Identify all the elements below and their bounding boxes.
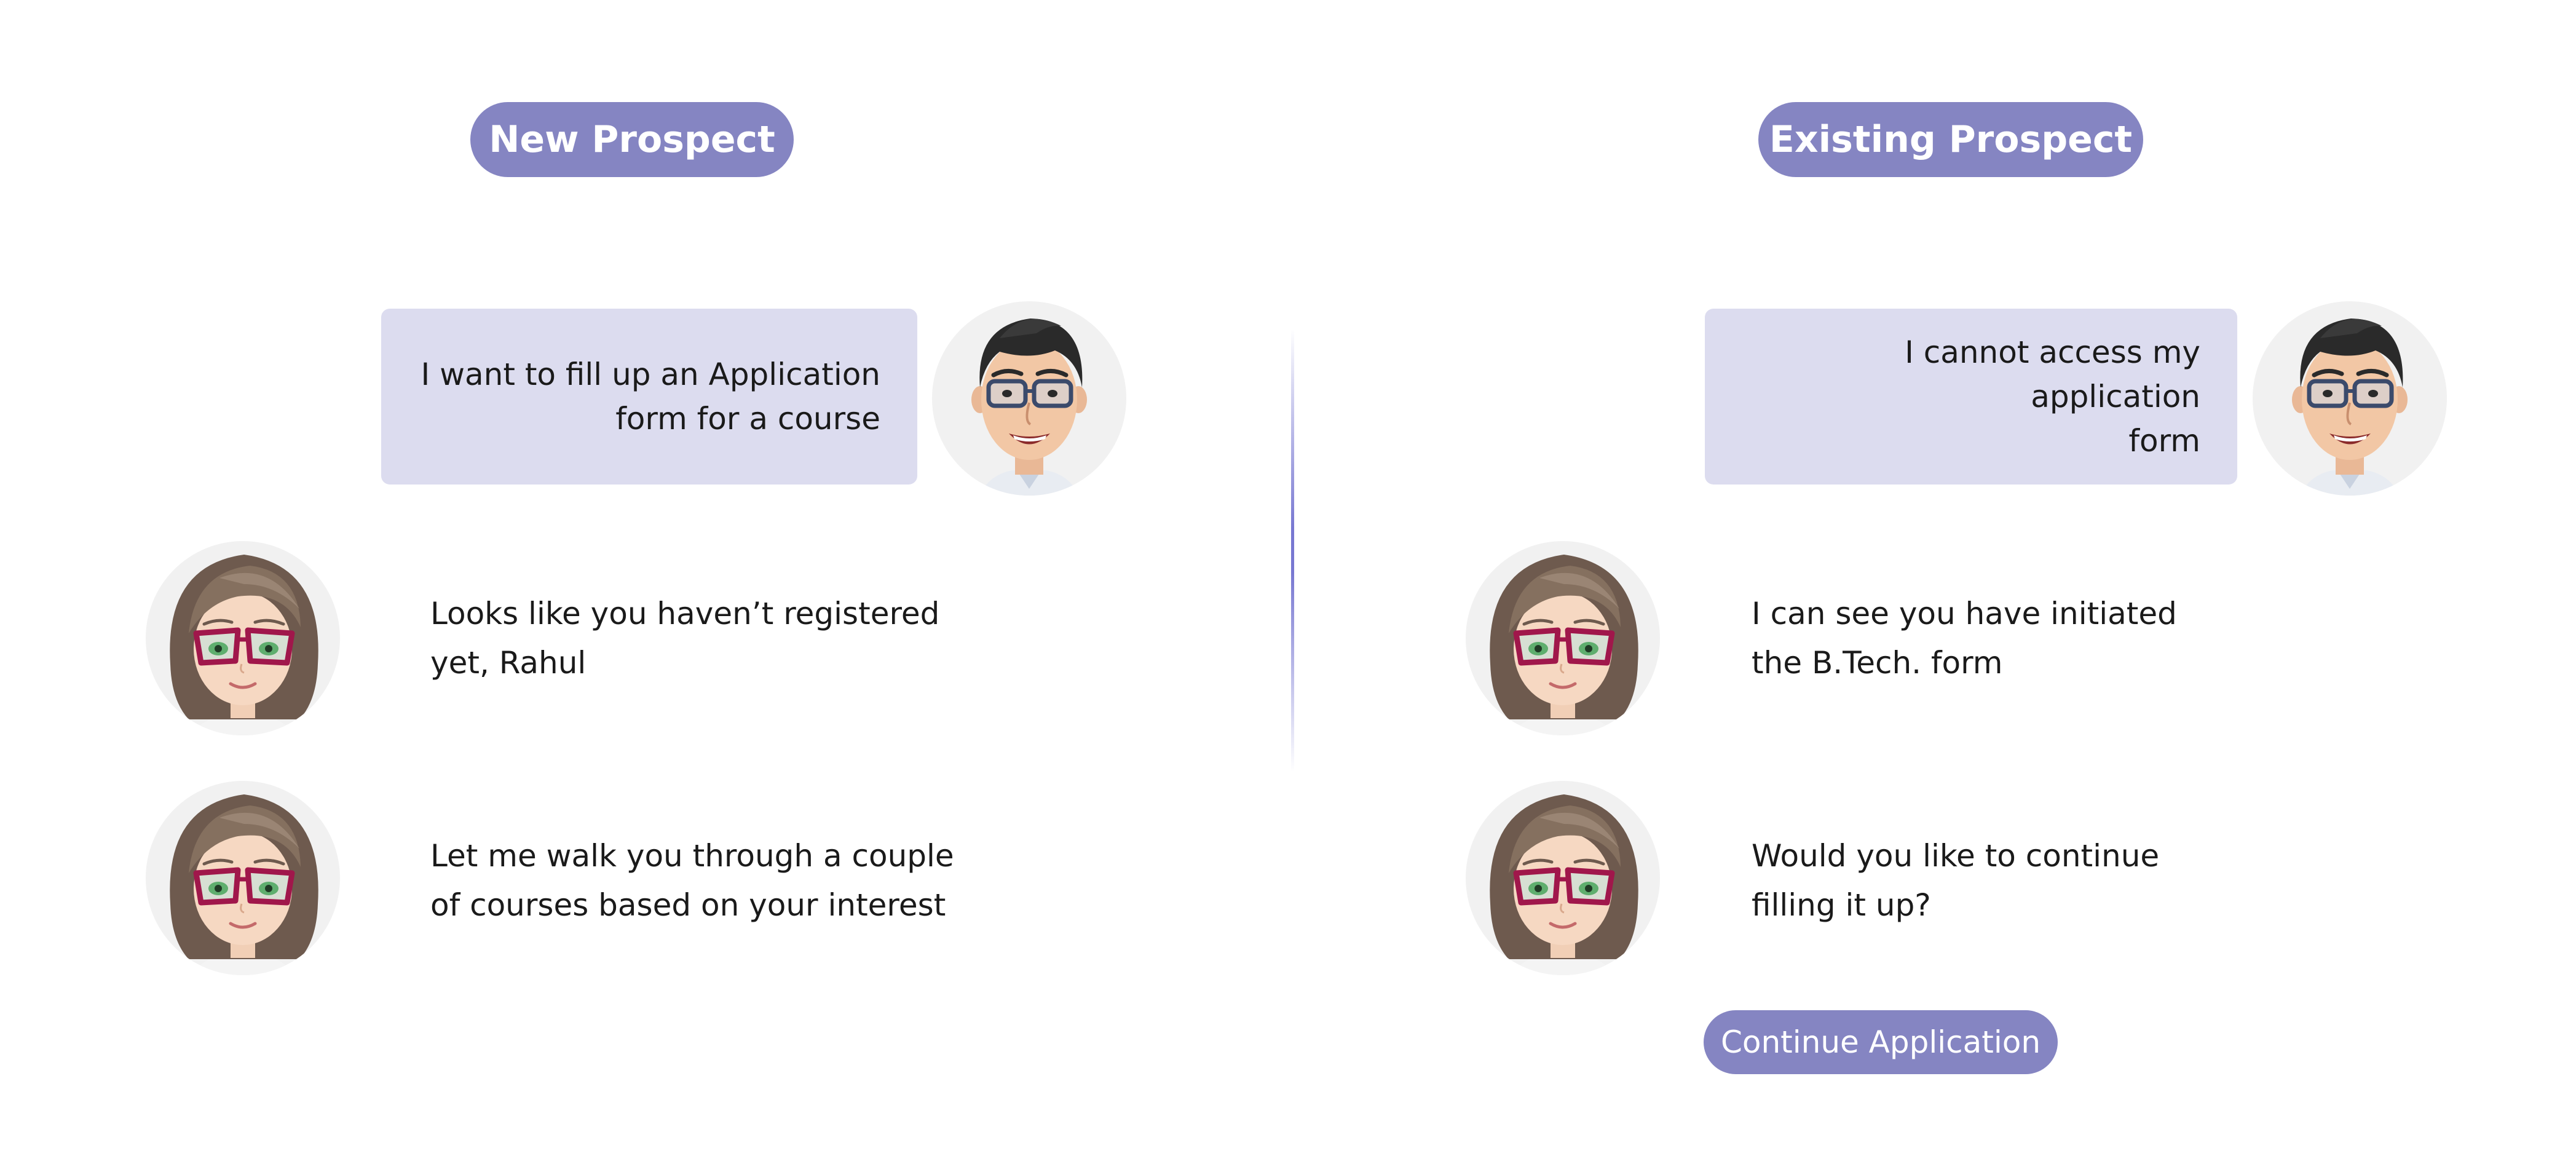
continue-application-button[interactable]: Continue Application xyxy=(1704,1010,2058,1074)
user-message-line: form xyxy=(2128,423,2200,459)
panel-divider xyxy=(1291,329,1294,772)
agent-message: Looks like you haven’t registered yet, R… xyxy=(430,589,984,687)
agent-message: Would you like to continue filling it up… xyxy=(1752,831,2305,930)
agent-message: I can see you have initiated the B.Tech.… xyxy=(1752,589,2305,687)
agent-message-line: Looks like you haven’t registered xyxy=(430,596,940,631)
agent-message-line: Would you like to continue xyxy=(1752,838,2160,874)
female-agent-avatar-icon xyxy=(1466,781,1660,975)
male-user-avatar-icon xyxy=(2253,301,2447,496)
user-message-bubble: I want to fill up an Application form fo… xyxy=(381,309,917,485)
user-message-line: form for a course xyxy=(615,401,880,437)
tab-existing-prospect[interactable]: Existing Prospect xyxy=(1758,102,2143,177)
agent-message-line: yet, Rahul xyxy=(430,645,587,681)
user-message-bubble: I cannot access my application form xyxy=(1705,309,2237,485)
agent-message-line: I can see you have initiated xyxy=(1752,596,2177,631)
agent-message-line: Let me walk you through a couple xyxy=(430,838,954,874)
female-agent-avatar-icon xyxy=(1466,541,1660,735)
agent-message-line: of courses based on your interest xyxy=(430,887,946,923)
agent-message-line: the B.Tech. form xyxy=(1752,645,2003,681)
agent-message: Let me walk you through a couple of cour… xyxy=(430,831,984,930)
user-message-line: I want to fill up an Application xyxy=(421,357,880,392)
tab-new-prospect[interactable]: New Prospect xyxy=(470,102,794,177)
female-agent-avatar-icon xyxy=(146,781,340,975)
user-message-line: I cannot access my application xyxy=(1905,334,2200,414)
female-agent-avatar-icon xyxy=(146,541,340,735)
agent-message-line: filling it up? xyxy=(1752,887,1931,923)
male-user-avatar-icon xyxy=(932,301,1126,496)
